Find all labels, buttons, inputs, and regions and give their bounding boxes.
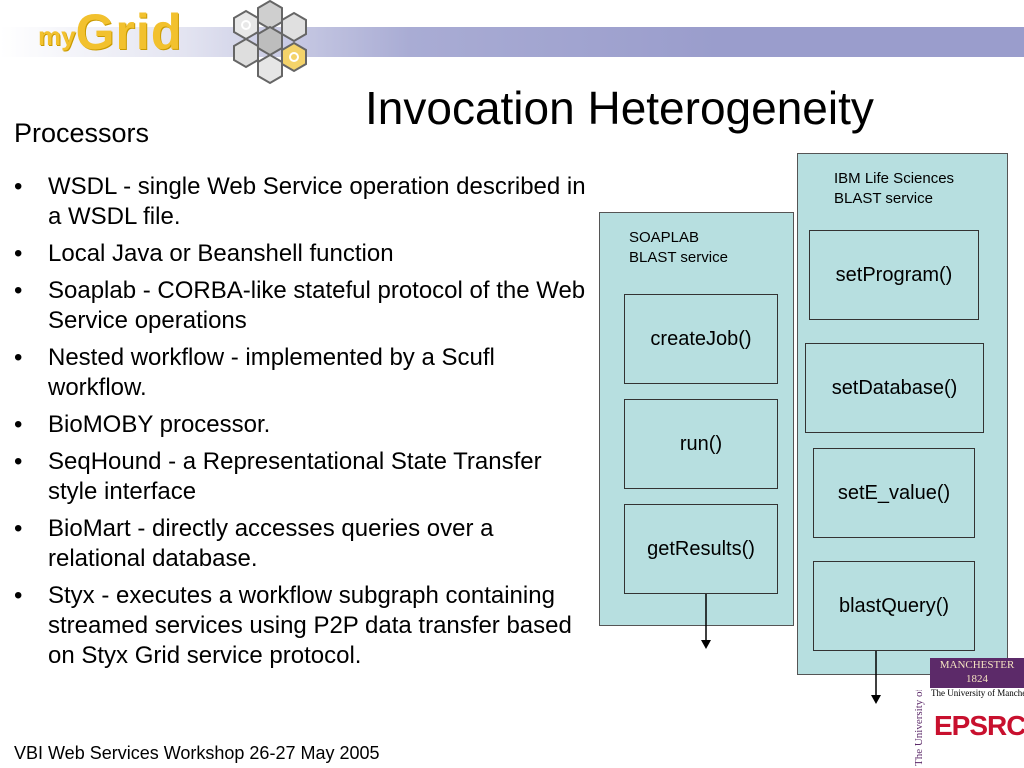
list-item: •WSDL - single Web Service operation des… <box>14 173 586 230</box>
soaplab-panel-label: SOAPLAB BLAST service <box>629 229 728 266</box>
ibm-panel-label: IBM Life Sciences BLAST service <box>834 170 955 207</box>
blastquery-operation: blastQuery() <box>813 561 975 651</box>
slide-title: Invocation Heterogeneity <box>365 82 874 134</box>
logo-grid: Grid <box>75 4 183 60</box>
list-item: •BioMart - directly accesses queries ove… <box>14 515 494 572</box>
section-subtitle: Processors <box>14 118 150 148</box>
createjob-operation: createJob() <box>624 294 778 384</box>
list-item: •Local Java or Beanshell function <box>14 240 394 267</box>
logo-my: my <box>38 21 76 51</box>
list-item: •SeqHound - a Representational State Tra… <box>14 448 542 505</box>
list-item: •Styx - executes a workflow subgraph con… <box>14 582 572 669</box>
epsrc-logo: EPSRC <box>934 710 1024 741</box>
manchester-logo: MANCHESTER 1824 <box>930 658 1024 688</box>
setdatabase-operation: setDatabase() <box>805 343 984 433</box>
hexagon-network-icon <box>233 0 307 85</box>
getresults-operation: getResults() <box>624 504 778 594</box>
setprogram-operation: setProgram() <box>809 230 979 320</box>
list-item: •Soaplab - CORBA-like stateful protocol … <box>14 277 586 334</box>
list-item: •Nested workflow - implemented by a Scuf… <box>14 344 495 401</box>
mygrid-logo: myGrid <box>38 2 182 62</box>
run-operation: run() <box>624 399 778 489</box>
header-band <box>0 27 1024 57</box>
processor-list: •WSDL - single Web Service operation des… <box>14 172 589 678</box>
soaplab-output-arrow <box>701 594 711 649</box>
ibm-output-arrow <box>871 651 881 704</box>
setevalue-operation: setE_value() <box>813 448 975 538</box>
footer-text: VBI Web Services Workshop 26-27 May 2005 <box>14 743 380 763</box>
list-item: •BioMOBY processor. <box>14 411 271 438</box>
manchester-vertical-logo: The University of Manchester <box>913 690 925 766</box>
manchester-caption: The University of Manchester <box>931 688 1024 698</box>
svg-text:The University of Manchester: The University of Manchester <box>913 690 925 766</box>
